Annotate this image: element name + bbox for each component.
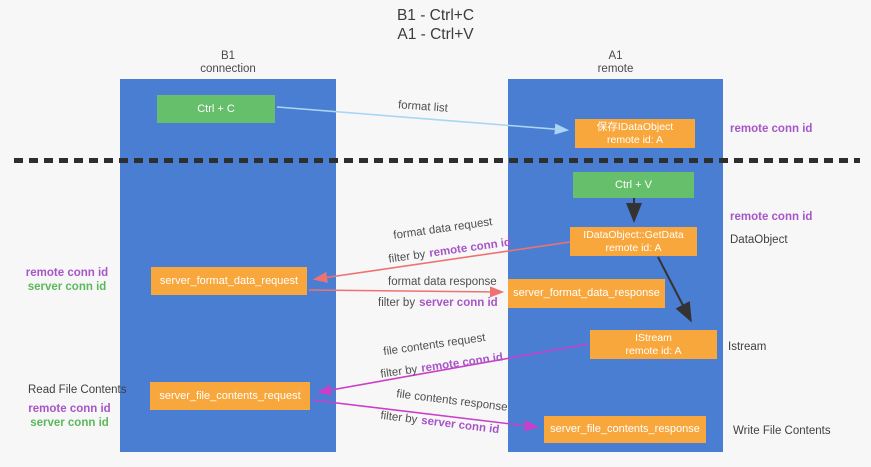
node-server-file-contents-response-label: server_file_contents_response: [550, 423, 700, 435]
node-save-idataobject-line1: 保存IDataObject: [596, 120, 674, 133]
node-server-file-contents-request-label: server_file_contents_request: [159, 389, 301, 402]
annotation-remote-conn-id-mid: remote conn id: [730, 211, 813, 223]
annotation-left-bottom-remote: remote conn id: [28, 403, 111, 415]
annotation-remote-conn-id-top: remote conn id: [730, 123, 813, 135]
node-istream-line1: IStream: [635, 331, 672, 344]
edge-label-format-list: format list: [397, 99, 449, 115]
annotation-left-mid-remote: remote conn id: [25, 267, 109, 279]
node-idataobject-getdata-line1: IDataObject::GetData: [583, 228, 684, 241]
annotation-left-mid-server: server conn id: [27, 281, 107, 293]
dashed-divider: [14, 158, 860, 163]
filter-prefix: filter by: [387, 248, 427, 266]
node-save-idataobject: 保存IDataObject remote id: A: [575, 119, 695, 148]
annotation-left-bottom-conn-ids: remote conn id server conn id: [22, 402, 117, 430]
annotation-left-mid-conn-ids: remote conn id server conn id: [22, 266, 112, 294]
node-server-file-contents-response: server_file_contents_response: [544, 416, 706, 443]
filter-id: server conn id: [419, 297, 498, 309]
node-idataobject-getdata-line2: remote id: A: [605, 241, 662, 254]
filter-prefix: filter by: [379, 409, 418, 427]
title-line-1: B1 - Ctrl+C: [396, 7, 475, 24]
diagram-title: B1 - Ctrl+C A1 - Ctrl+V: [0, 6, 871, 44]
node-ctrl-v-label: Ctrl + V: [615, 178, 652, 191]
edge-label-file-contents-request: file contents request: [382, 331, 487, 359]
annotation-read-file-contents: Read File Contents: [28, 384, 127, 396]
arrow-format-data-response: [308, 286, 505, 298]
node-istream: IStream remote id: A: [590, 330, 717, 359]
node-idataobject-getdata: IDataObject::GetData remote id: A: [570, 227, 697, 256]
filter-id: server conn id: [420, 414, 500, 437]
lane-a1-subtitle: remote: [597, 63, 634, 75]
node-ctrl-v: Ctrl + V: [573, 172, 694, 198]
edge-label-format-data-request: format data request: [392, 216, 494, 242]
node-ctrl-c: Ctrl + C: [157, 95, 275, 123]
annotation-istream: Istream: [728, 341, 767, 353]
title-line-2: A1 - Ctrl+V: [397, 26, 474, 43]
lane-a1-title: A1: [608, 50, 623, 62]
lane-b1-title: B1: [220, 50, 236, 62]
node-server-format-data-request: server_format_data_request: [151, 267, 307, 295]
lane-header-a1: A1 remote: [508, 50, 723, 76]
lane-header-b1: B1 connection: [120, 50, 336, 76]
annotation-write-file-contents: Write File Contents: [733, 425, 831, 437]
node-server-format-data-response-label: server_format_data_response: [513, 287, 660, 299]
node-server-format-data-request-label: server_format_data_request: [159, 274, 299, 287]
edge-label-file-contents-response: file contents response: [395, 388, 509, 414]
annotation-dataobject: DataObject: [730, 234, 788, 246]
edge-label-format-data-response: format data response: [388, 276, 497, 288]
node-server-file-contents-request: server_file_contents_request: [150, 382, 310, 410]
filter-prefix: filter by: [378, 297, 416, 309]
lane-b1-subtitle: connection: [200, 63, 256, 75]
node-server-format-data-response: server_format_data_response: [508, 279, 665, 308]
filter-prefix: filter by: [379, 363, 419, 381]
annotation-left-bottom-server: server conn id: [30, 417, 109, 429]
node-save-idataobject-line2: remote id: A: [606, 133, 664, 146]
node-ctrl-c-label: Ctrl + C: [197, 102, 235, 115]
node-istream-line2: remote id: A: [625, 344, 682, 357]
filter-id: remote conn id: [420, 351, 504, 375]
filter-id: remote conn id: [428, 236, 512, 260]
